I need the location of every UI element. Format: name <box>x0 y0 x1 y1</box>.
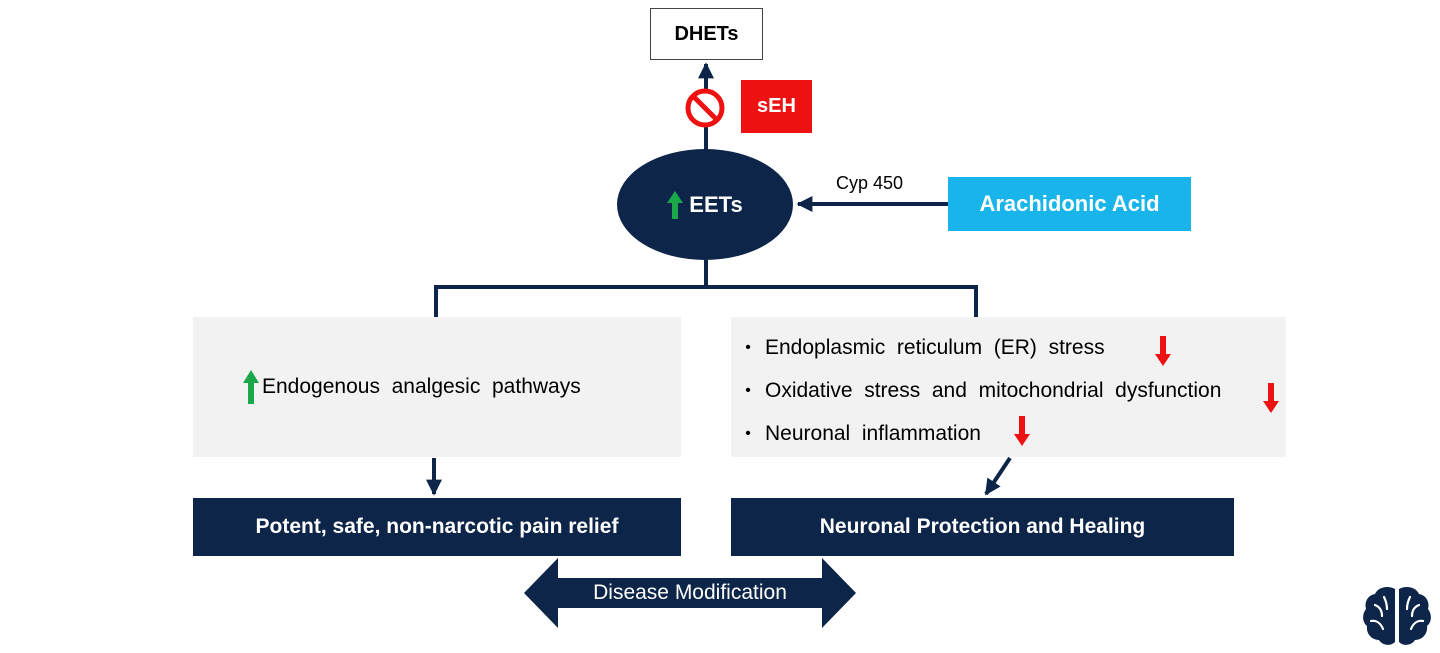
red-down-arrow-icon <box>1014 416 1030 446</box>
seh-enzyme-label: sEH <box>741 80 812 133</box>
arachidonic-acid-label: Arachidonic Acid <box>979 191 1160 216</box>
list-item-er-stress: • Endoplasmic reticulum (ER) stress <box>731 336 1171 366</box>
seh-text: sEH <box>757 95 796 117</box>
right-to-neuro-arrow <box>984 456 1012 496</box>
split-branch <box>434 285 978 317</box>
double-headed-arrow-icon <box>524 558 856 628</box>
oxidative-stress-text: Oxidative stress and mitochondrial dysfu… <box>765 379 1222 402</box>
neuronal-protection-label: Neuronal Protection and Healing <box>819 515 1146 538</box>
arachidonic-acid-node: Arachidonic Acid <box>948 177 1191 231</box>
bullet-marker: • <box>745 382 751 399</box>
green-up-arrow-icon <box>667 190 684 219</box>
red-down-arrow-icon <box>1263 383 1279 413</box>
neuro-effects-panel: • Endoplasmic reticulum (ER) stress • Ox… <box>731 317 1286 457</box>
dhets-label: DHETs <box>674 22 739 45</box>
cyp450-label: Cyp 450 <box>836 173 904 193</box>
inflammation-text: Neuronal inflammation <box>765 422 981 445</box>
green-up-arrow-icon <box>243 370 259 404</box>
disease-modification-label: Disease Modification <box>593 581 787 604</box>
list-item-oxidative-stress: • Oxidative stress and mitochondrial dys… <box>731 379 1279 413</box>
pain-relief-outcome: Potent, safe, non-narcotic pain relief <box>193 498 681 556</box>
eets-node: EETs <box>617 149 793 260</box>
neuronal-protection-outcome: Neuronal Protection and Healing <box>731 498 1234 556</box>
eets-label: EETs <box>689 191 743 217</box>
pain-relief-label: Potent, safe, non-narcotic pain relief <box>255 515 619 538</box>
bullet-marker: • <box>745 339 751 356</box>
er-stress-text: Endoplasmic reticulum (ER) stress <box>765 336 1105 359</box>
prohibition-icon <box>685 88 725 128</box>
bullet-marker: • <box>745 425 751 442</box>
analgesic-pathways-text: Endogenous analgesic pathways <box>262 375 581 398</box>
dhets-node: DHETs <box>650 8 763 60</box>
red-down-arrow-icon <box>1155 336 1171 366</box>
list-item-inflammation: • Neuronal inflammation <box>731 416 1030 446</box>
brain-logo-icon <box>1363 586 1431 645</box>
analgesic-panel: Endogenous analgesic pathways <box>193 317 681 457</box>
